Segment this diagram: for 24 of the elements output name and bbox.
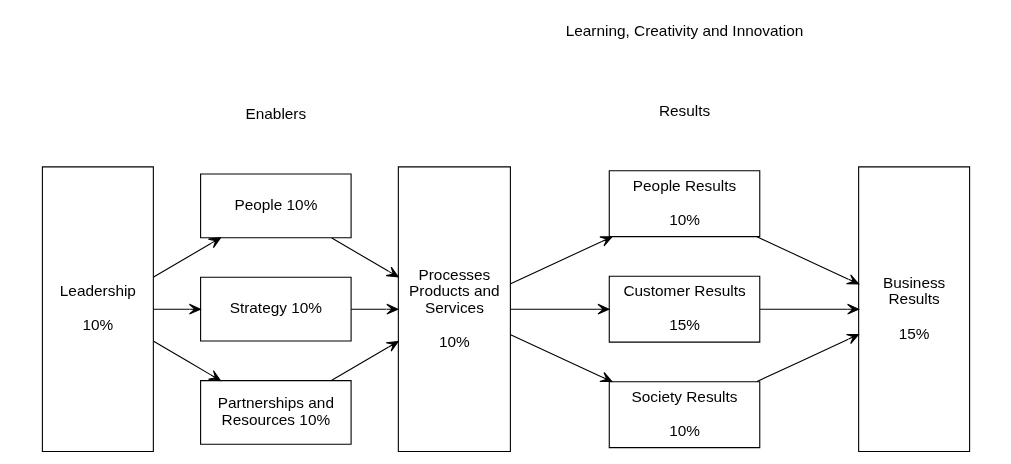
node-box: Processes Products and Services 10% — [397, 166, 511, 452]
arrow — [152, 237, 221, 278]
node-box: People 10% — [199, 173, 352, 239]
arrow — [755, 236, 859, 285]
node-box: People Results 10% — [608, 170, 760, 238]
label: Results — [658, 101, 710, 119]
arrow — [759, 303, 859, 315]
arrow — [152, 303, 201, 315]
node-box: Business Results 15% — [857, 166, 970, 452]
arrow — [152, 340, 221, 382]
arrow — [330, 340, 399, 381]
label: Learning, Creativity and Innovation — [565, 22, 803, 40]
arrow — [350, 303, 398, 315]
arrow — [509, 303, 609, 315]
arrow — [509, 334, 612, 383]
arrow — [330, 237, 399, 278]
node-box: Customer Results 15% — [608, 275, 760, 343]
arrow — [755, 333, 859, 383]
arrow — [509, 236, 612, 285]
node-box: Partnerships and Resources 10% — [199, 380, 352, 445]
node-box: Leadership 10% — [41, 166, 154, 452]
node-box: Strategy 10% — [199, 276, 352, 342]
node-box: Society Results 10% — [608, 381, 760, 449]
label: Enablers — [245, 104, 306, 122]
